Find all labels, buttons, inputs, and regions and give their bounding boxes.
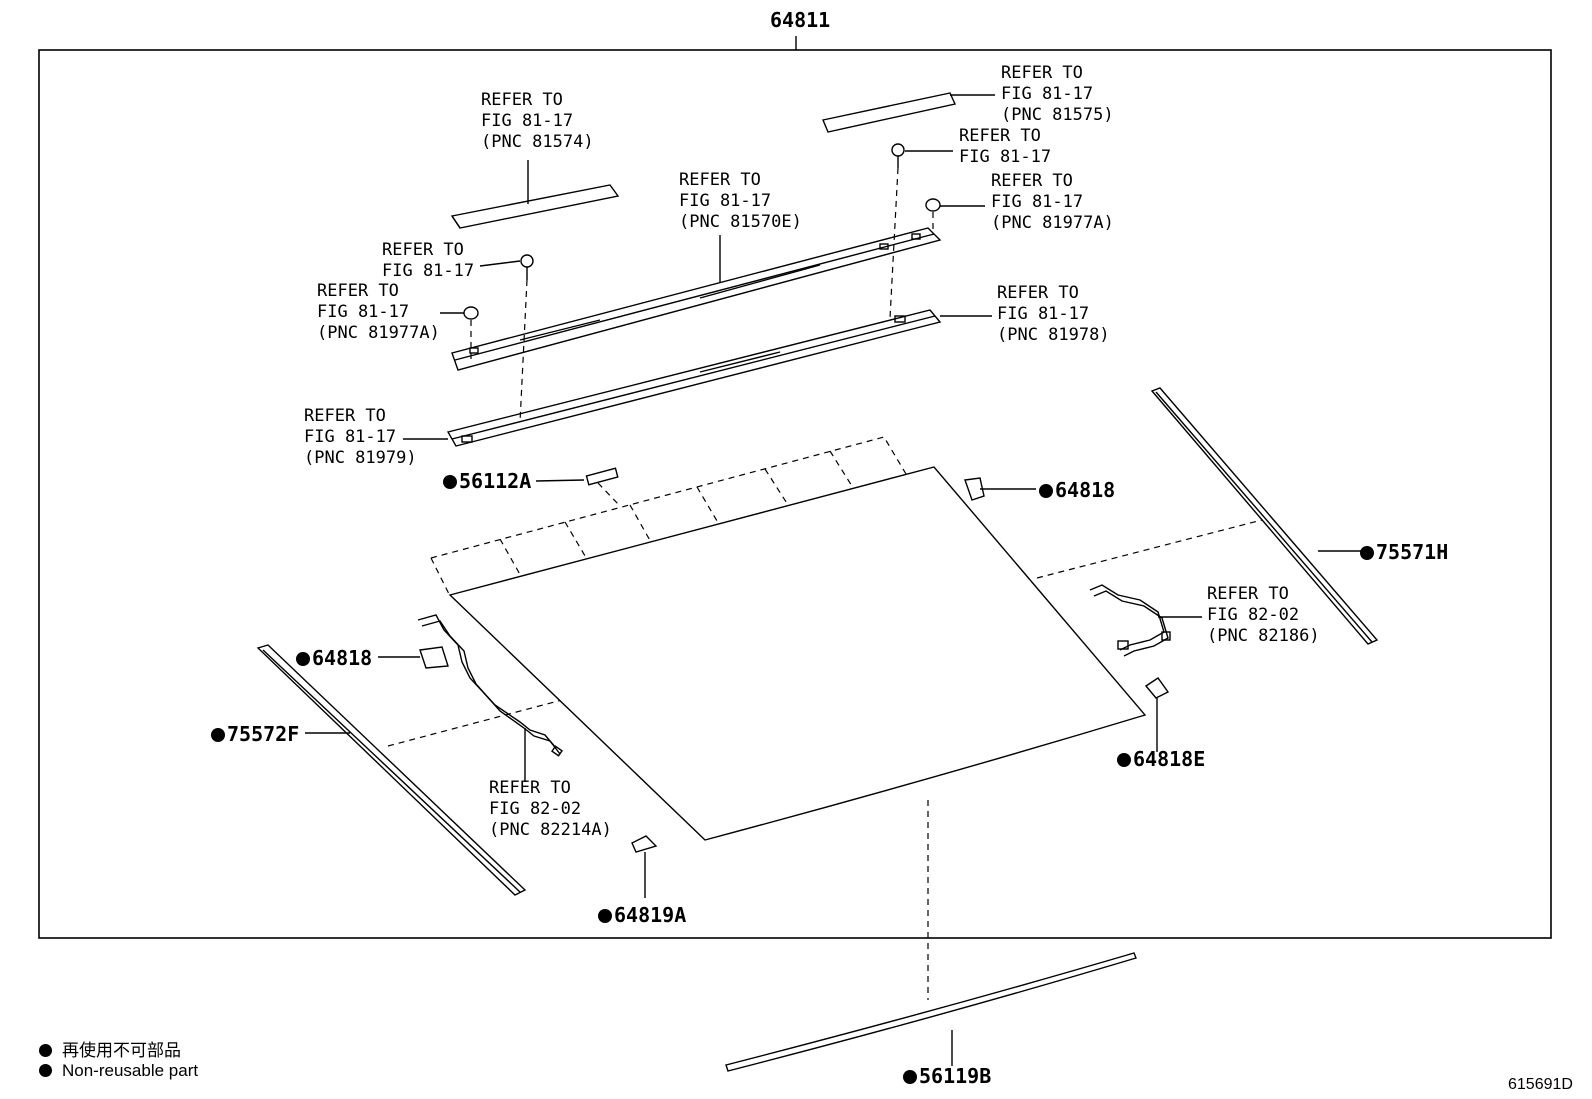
- bolt-left: [520, 254, 534, 268]
- refer-line: FIG 81-17: [997, 304, 1090, 324]
- part-number: 75572F: [227, 722, 300, 746]
- refer-line: REFER TO: [489, 778, 571, 798]
- part-64819a: [631, 835, 658, 853]
- refer-label-81570e: REFER TO FIG 81-17 (PNC 81570E): [679, 170, 802, 233]
- part-64818-left: [419, 646, 449, 669]
- refer-line: REFER TO: [317, 281, 399, 301]
- non-reusable-dot-icon: [296, 652, 310, 666]
- part-64818-top: [964, 477, 985, 501]
- part-number: 56119B: [919, 1064, 992, 1088]
- bolt-right: [891, 143, 905, 157]
- refer-label-81977a-right: REFER TO FIG 81-17 (PNC 81977A): [991, 171, 1114, 234]
- legend-en: Non-reusable part: [39, 1061, 198, 1081]
- part-label-64818-left: 64818: [296, 646, 372, 670]
- refer-line: FIG 82-02: [489, 799, 582, 819]
- leader-56112a: [535, 479, 585, 482]
- refer-line: (PNC 81570E): [679, 212, 802, 232]
- clip-right: [925, 198, 941, 212]
- non-reusable-dot-icon: [443, 475, 457, 489]
- part-label-64818-top: 64818: [1039, 478, 1115, 502]
- refer-line: FIG 81-17: [481, 111, 574, 131]
- refer-line: REFER TO: [1207, 584, 1289, 604]
- refer-line: REFER TO: [1001, 63, 1083, 83]
- refer-line: (PNC 82186): [1207, 626, 1320, 646]
- refer-label-82214a: REFER TO FIG 82-02 (PNC 82214A): [489, 778, 612, 841]
- diagram-id: 615691D: [1508, 1076, 1573, 1093]
- part-label-75571h: 75571H: [1360, 540, 1448, 564]
- part-number: 56112A: [459, 469, 532, 493]
- harness-82186: [1089, 584, 1165, 651]
- part-number: 64819A: [614, 903, 687, 927]
- strip-81574: [450, 184, 620, 229]
- refer-line: REFER TO: [959, 126, 1041, 146]
- refer-line: REFER TO: [997, 283, 1079, 303]
- part-number: 64818E: [1133, 747, 1206, 771]
- panel-dashed-outline: [430, 436, 907, 559]
- part-number: 75571H: [1376, 540, 1449, 564]
- refer-label-81978: REFER TO FIG 81-17 (PNC 81978): [997, 283, 1110, 346]
- part-64818e: [1144, 677, 1170, 699]
- roof-glass-panel: [448, 466, 1147, 841]
- refer-line: REFER TO: [382, 240, 464, 260]
- legend-dot-icon: [39, 1064, 52, 1077]
- non-reusable-dot-icon: [211, 728, 225, 742]
- non-reusable-dot-icon: [1039, 484, 1053, 498]
- part-label-64818e: 64818E: [1117, 747, 1205, 771]
- part-label-56112a: 56112A: [443, 469, 531, 493]
- refer-line: (PNC 81977A): [991, 213, 1114, 233]
- assembly-frame: [38, 49, 1552, 939]
- part-label-56119b: 56119B: [903, 1064, 991, 1088]
- rail-81570e: [451, 227, 942, 371]
- refer-line: REFER TO: [304, 406, 386, 426]
- refer-line: FIG 81-17: [382, 261, 475, 281]
- leader-bolt-left: [479, 260, 521, 267]
- part-label-64819a: 64819A: [598, 903, 686, 927]
- legend-jp: 再使用不可部品: [39, 1036, 181, 1061]
- refer-label-bolt-left: REFER TO FIG 81-17: [382, 240, 474, 282]
- part-label-75572f: 75572F: [211, 722, 299, 746]
- non-reusable-dot-icon: [903, 1070, 917, 1084]
- refer-line: FIG 81-17: [679, 191, 772, 211]
- refer-line: FIG 81-17: [991, 192, 1084, 212]
- refer-line: (PNC 81574): [481, 132, 594, 152]
- part-56112a: [585, 467, 619, 486]
- strip-81575: [822, 92, 956, 133]
- main-part-number: 64811: [770, 8, 831, 32]
- refer-label-81977a-left: REFER TO FIG 81-17 (PNC 81977A): [317, 281, 440, 344]
- non-reusable-dot-icon: [1117, 753, 1131, 767]
- refer-line: FIG 81-17: [317, 302, 410, 322]
- refer-line: (PNC 81977A): [317, 323, 440, 343]
- part-number: 64818: [312, 646, 373, 670]
- harness-82214a: [417, 614, 557, 749]
- strip-56119b: [725, 952, 1137, 1072]
- refer-label-81979: REFER TO FIG 81-17 (PNC 81979): [304, 406, 417, 469]
- legend-dot-icon: [39, 1044, 52, 1057]
- refer-label-bolt-right: REFER TO FIG 81-17: [959, 126, 1051, 168]
- refer-line: FIG 82-02: [1207, 605, 1300, 625]
- refer-line: FIG 81-17: [959, 147, 1052, 167]
- non-reusable-dot-icon: [1360, 546, 1374, 560]
- refer-label-81575: REFER TO FIG 81-17 (PNC 81575): [1001, 63, 1114, 126]
- clip-left: [463, 306, 479, 320]
- refer-line: REFER TO: [991, 171, 1073, 191]
- refer-line: (PNC 81575): [1001, 105, 1114, 125]
- refer-label-82186: REFER TO FIG 82-02 (PNC 82186): [1207, 584, 1320, 647]
- legend-text-en: Non-reusable part: [62, 1061, 199, 1080]
- non-reusable-dot-icon: [598, 909, 612, 923]
- refer-line: REFER TO: [481, 90, 563, 110]
- refer-line: FIG 81-17: [304, 427, 397, 447]
- refer-line: (PNC 81978): [997, 325, 1110, 345]
- legend-text-jp: 再使用不可部品: [62, 1041, 181, 1060]
- part-number: 64818: [1055, 478, 1116, 502]
- refer-line: (PNC 81979): [304, 448, 417, 468]
- refer-label-81574: REFER TO FIG 81-17 (PNC 81574): [481, 90, 594, 153]
- refer-line: REFER TO: [679, 170, 761, 190]
- refer-line: (PNC 82214A): [489, 820, 612, 840]
- refer-line: FIG 81-17: [1001, 84, 1094, 104]
